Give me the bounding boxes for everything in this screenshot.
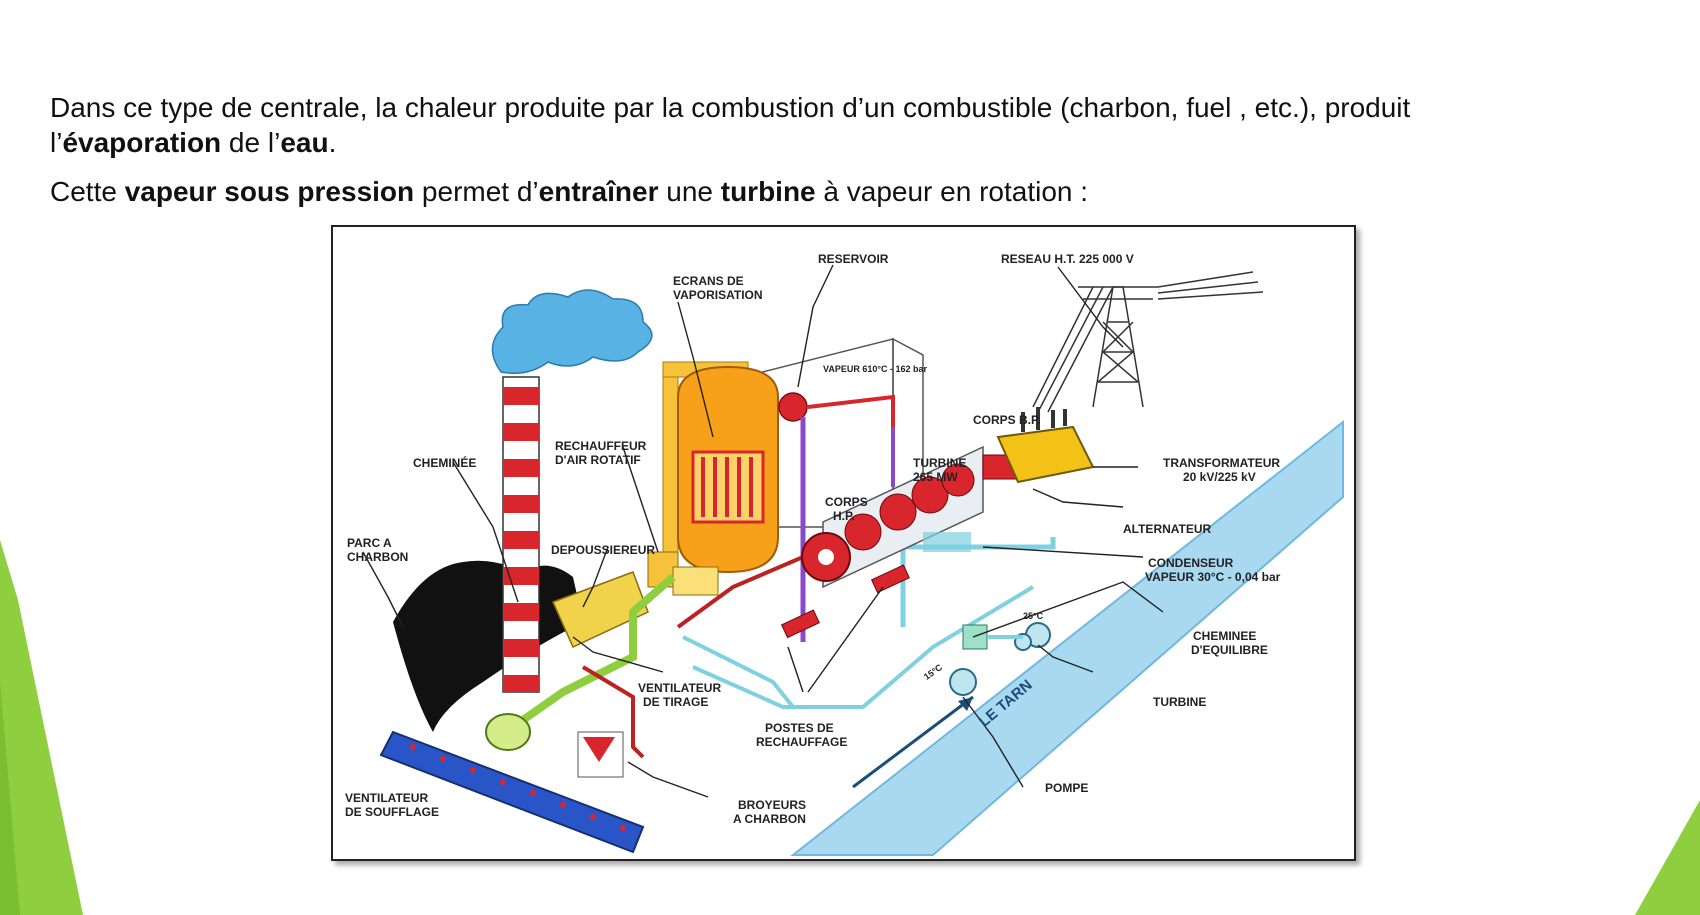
label-temp-25: 25°C (1023, 611, 1044, 621)
left-green-accent (0, 540, 83, 915)
chimney (502, 376, 540, 693)
text-segment: Dans ce type de centrale, la chaleur pro… (50, 92, 1411, 158)
label-rechauffeur-2: D'AIR ROTATIF (555, 453, 641, 467)
reservoir-drum (778, 392, 808, 422)
coal-grinder (583, 737, 615, 762)
label-ventilateur-soufflage-2: DE SOUFFLAGE (345, 805, 439, 819)
diagram-drawing: RESERVOIR RESEAU H.T. 225 000 V ECRANS D… (345, 252, 1344, 856)
label-turbine-eau: TURBINE (1153, 695, 1206, 709)
text-segment: de l’ (221, 127, 281, 158)
text-segment: à vapeur en rotation : (815, 176, 1089, 207)
thermal-power-plant-diagram: RESERVOIR RESEAU H.T. 225 000 V ECRANS D… (331, 225, 1356, 861)
text-segment: une (658, 176, 721, 207)
label-corps-hp-2: H.P. (833, 509, 855, 523)
label-ventilateur-tirage-2: DE TIRAGE (643, 695, 708, 709)
paragraph-vapeur: Cette vapeur sous pression permet d’entr… (50, 174, 1570, 209)
label-cheminee-equilibre-2: D'EQUILIBRE (1191, 643, 1268, 657)
bold-entrainer: entraîner (538, 176, 659, 207)
text-segment: Cette (50, 176, 125, 207)
feedwater-heater (780, 609, 820, 639)
bold-turbine: turbine (720, 176, 816, 207)
label-cheminee: CHEMINÉE (413, 455, 476, 470)
boiler (662, 361, 779, 588)
label-alternateur: ALTERNATEUR (1123, 522, 1212, 536)
bold-eau: eau (280, 127, 329, 158)
bold-vapeur-sous-pression: vapeur sous pression (124, 176, 415, 207)
label-turbine-2: 265 MW (913, 470, 958, 484)
label-parc-1: PARC A (347, 536, 392, 550)
label-ecrans-1: ECRANS DE (673, 274, 744, 288)
label-corps-bp: CORPS B.P. (973, 413, 1041, 427)
label-condenseur-2: VAPEUR 30°C - 0,04 bar (1145, 570, 1281, 584)
turbine-group (801, 445, 984, 589)
pylon (1032, 271, 1264, 413)
label-transformateur-1: TRANSFORMATEUR (1163, 456, 1280, 470)
label-broyeurs-1: BROYEURS (738, 798, 806, 812)
right-green-accent (1635, 800, 1700, 915)
label-broyeurs-2: A CHARBON (733, 812, 806, 826)
label-reseau-ht: RESEAU H.T. 225 000 V (1001, 252, 1134, 266)
label-rechauffeur-1: RECHAUFFEUR (555, 439, 647, 453)
label-turbine-1: TURBINE (913, 456, 966, 470)
label-ecrans-2: VAPORISATION (673, 288, 763, 302)
dust-remover (551, 571, 649, 649)
label-reservoir: RESERVOIR (818, 252, 889, 266)
water-pump (949, 668, 977, 696)
label-pompe: POMPE (1045, 781, 1088, 795)
label-ventilateur-tirage-1: VENTILATEUR (638, 681, 721, 695)
label-transformateur-2: 20 kV/225 kV (1183, 470, 1256, 484)
bold-evaporation: évaporation (62, 127, 222, 158)
label-postes-2: RECHAUFFAGE (756, 735, 847, 749)
label-depoussiereur: DEPOUSSIEREUR (551, 543, 655, 557)
conveyor-belt (379, 730, 645, 854)
label-temp-15: 15°C (922, 662, 945, 682)
coal-pile (393, 560, 583, 732)
river-tarn (790, 419, 1344, 856)
label-condenseur-1: CONDENSEUR (1148, 556, 1234, 570)
label-parc-2: CHARBON (347, 550, 408, 564)
smoke-cloud (491, 289, 653, 374)
paragraph-evaporation: Dans ce type de centrale, la chaleur pro… (50, 90, 1570, 160)
label-postes-1: POSTES DE (765, 721, 834, 735)
text-segment: permet d’ (414, 176, 539, 207)
label-corps-hp-1: CORPS (825, 495, 868, 509)
blower-fan (485, 713, 531, 751)
label-vapeur-hp: VAPEUR 610°C - 162 bar (823, 364, 927, 374)
text-segment: . (328, 127, 337, 158)
label-cheminee-equilibre-1: CHEMINEE (1193, 629, 1256, 643)
body-text: Dans ce type de centrale, la chaleur pro… (50, 90, 1570, 209)
label-ventilateur-soufflage-1: VENTILATEUR (345, 791, 428, 805)
